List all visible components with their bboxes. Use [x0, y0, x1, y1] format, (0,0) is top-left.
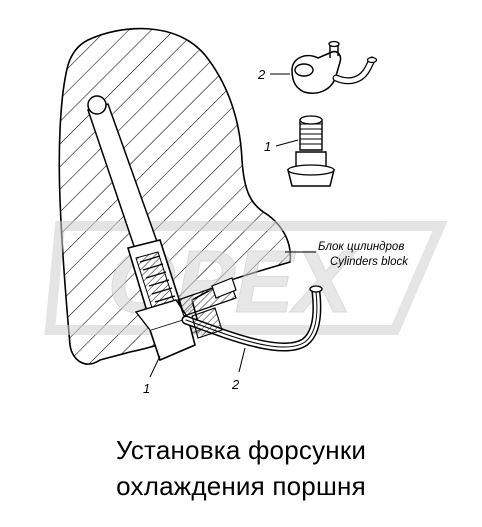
- oil-jet-assembly: [87, 95, 237, 362]
- callout-bolt-part-number: 1: [264, 139, 271, 154]
- installation-diagram: OPEX: [44, 27, 448, 396]
- callout-bottom-part-1: 1: [143, 381, 150, 396]
- cooling-pipe: [181, 285, 323, 352]
- caption-line-1: Установка форсунки: [115, 435, 367, 465]
- exploded-part-bolt: [287, 115, 335, 187]
- callout-top-part-number: 2: [257, 67, 266, 82]
- callout-cylinder-block-en: Cylinders block: [330, 256, 409, 268]
- callout-cylinder-block-ru: Блок цилиндров: [318, 241, 404, 253]
- figure-caption: Установка форсунки охлаждения поршня: [0, 432, 482, 504]
- caption-line-2: охлаждения поршня: [116, 471, 366, 501]
- leader-lines: [149, 73, 316, 378]
- callout-bottom-part-2: 2: [231, 377, 240, 392]
- exploded-part-nozzle: [291, 40, 378, 94]
